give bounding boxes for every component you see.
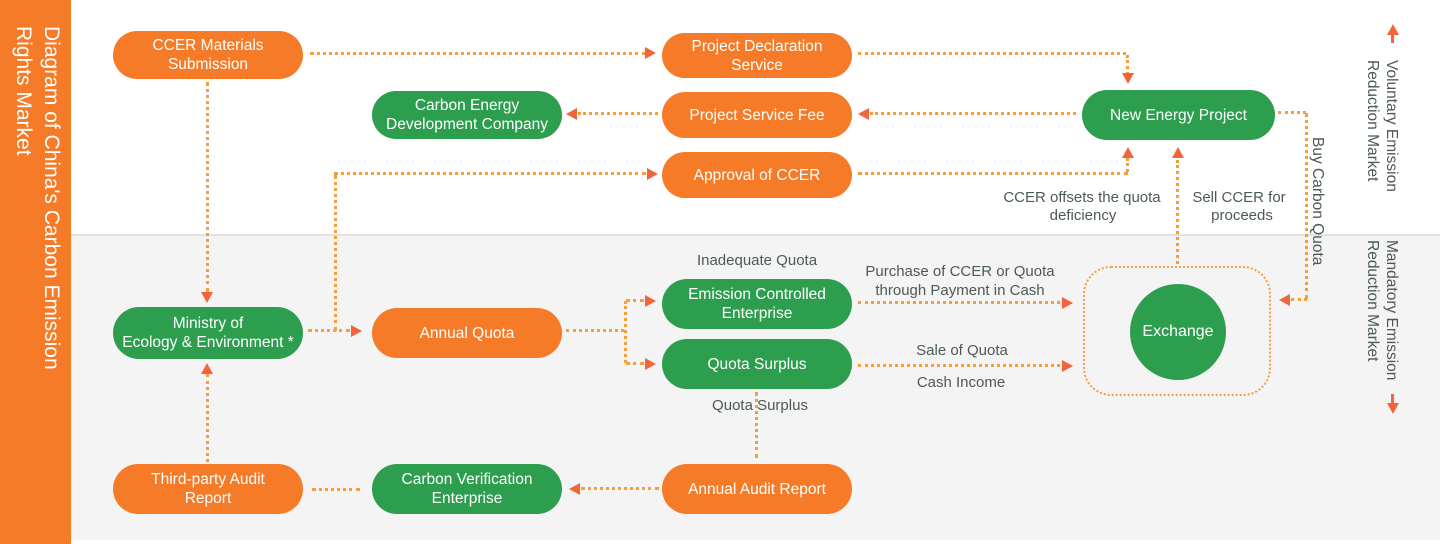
node-exchange-label: Exchange: [1142, 323, 1214, 340]
arrow-annual-audit-to-verification-line: [581, 487, 659, 490]
diagram-title-line1: Diagram of China's Carbon Emission: [40, 26, 63, 370]
arrow-buy-quota-head: [1279, 294, 1290, 306]
label-buy-carbon-quota: Buy Carbon Quota: [1309, 137, 1326, 266]
arrow-quota-surplus-to-exchange-head: [1062, 360, 1073, 372]
arrow-exchange-to-new-energy-line: [1176, 160, 1179, 264]
label-purchase-line2: through Payment in Cash: [875, 282, 1045, 299]
arrow-third-party-to-ministry-head: [201, 363, 213, 374]
arrow-quota-surplus-to-annual-audit-line: [755, 392, 758, 458]
node-ccer-materials-submission: CCER Materials Submission: [113, 31, 303, 79]
node-approval-of-ccer: Approval of CCER: [662, 152, 852, 198]
label-quota-surplus: Quota Surplus: [712, 397, 808, 414]
label-cash-income: Cash Income: [916, 374, 1006, 391]
arrow-buy-quota-hline-top: [1278, 111, 1306, 114]
arrow-split-to-quota-surplus-head: [645, 358, 656, 370]
node-emission-controlled-enterprise: Emission Controlled Enterprise: [662, 279, 852, 329]
label-ccer-offsets-line1: CCER offsets the quota: [1003, 189, 1161, 206]
voluntary-market-up-arrow-head: [1387, 24, 1399, 35]
arrow-ministry-to-approval-hline: [334, 172, 646, 175]
arrow-ministry-to-approval-vline: [334, 175, 337, 331]
diagram-title: Diagram of China's Carbon Emission Right…: [9, 26, 65, 538]
arrow-declaration-to-new-energy-vline: [1126, 55, 1129, 75]
arrow-split-to-emission-line: [626, 299, 644, 302]
node-project-service-fee: Project Service Fee: [662, 92, 852, 138]
label-inadequate-quota: Inadequate Quota: [696, 252, 818, 269]
node-quota-surplus: Quota Surplus: [662, 339, 852, 389]
arrow-quota-surplus-to-exchange-line: [858, 364, 1060, 367]
arrow-approval-to-new-energy-hline: [858, 172, 1128, 175]
node-annual-quota: Annual Quota: [372, 308, 562, 358]
diagram-title-line2: Rights Market: [12, 26, 35, 156]
arrow-annual-quota-split-vline: [624, 301, 627, 363]
arrow-ccer-materials-to-ministry-line: [206, 82, 209, 292]
label-purchase-line1: Purchase of CCER or Quota: [865, 263, 1055, 280]
node-project-declaration-service: Project Declaration Service: [662, 33, 852, 78]
arrow-verification-to-third-party-line: [312, 488, 360, 491]
arrow-new-energy-to-service-fee-line: [870, 112, 1076, 115]
arrow-buy-quota-vline: [1305, 113, 1308, 299]
label-sale-of-quota: Sale of Quota: [916, 342, 1008, 359]
label-ccer-offsets-line2: deficiency: [1049, 207, 1117, 224]
arrow-ccer-materials-to-declaration-head: [645, 47, 656, 59]
arrow-approval-to-new-energy-head: [1122, 147, 1134, 158]
arrow-ccer-materials-to-declaration-line: [310, 52, 646, 55]
mandatory-market-down-arrow-stem: [1391, 394, 1394, 404]
node-annual-audit-report: Annual Audit Report: [662, 464, 852, 514]
arrow-buy-quota-hline-bottom: [1291, 298, 1307, 301]
arrow-new-energy-to-service-fee-head: [858, 108, 869, 120]
arrow-ministry-to-approval-head: [647, 168, 658, 180]
arrow-ccer-materials-to-ministry-head: [201, 292, 213, 303]
label-mandatory-market: Mandatory Emission Reduction Market: [1364, 240, 1400, 381]
arrow-declaration-to-new-energy-head: [1122, 73, 1134, 84]
arrow-emission-to-exchange-line: [858, 301, 1060, 304]
arrow-service-fee-to-carbon-energy-line: [578, 112, 658, 115]
arrow-ministry-to-annual-quota-head: [351, 325, 362, 337]
label-voluntary-market: Voluntary Emission Reduction Market: [1364, 60, 1400, 192]
arrow-emission-to-exchange-head: [1062, 297, 1073, 309]
label-sell-ccer-line1: Sell CCER for: [1192, 189, 1286, 206]
arrow-split-to-emission-head: [645, 295, 656, 307]
label-sell-ccer-line2: proceeds: [1211, 207, 1273, 224]
voluntary-market-up-arrow-stem: [1391, 33, 1394, 43]
sidebar-title-bar: Diagram of China's Carbon Emission Right…: [0, 0, 71, 544]
arrow-annual-quota-split-hline: [566, 329, 624, 332]
node-ministry-of-ecology-environment: Ministry of Ecology & Environment *: [113, 307, 303, 359]
arrow-exchange-to-new-energy-head: [1172, 147, 1184, 158]
node-third-party-audit-report: Third-party Audit Report: [113, 464, 303, 514]
arrow-ministry-to-annual-quota-line: [308, 329, 350, 332]
node-exchange: Exchange: [1130, 284, 1226, 380]
arrow-declaration-to-new-energy-hline: [858, 52, 1126, 55]
node-carbon-verification-enterprise: Carbon Verification Enterprise: [372, 464, 562, 514]
arrow-approval-to-new-energy-vline: [1126, 158, 1129, 172]
arrow-third-party-to-ministry-line: [206, 374, 209, 462]
node-new-energy-project: New Energy Project: [1082, 90, 1275, 140]
exchange-dotted-boundary: [1083, 266, 1271, 396]
node-carbon-energy-development-company: Carbon Energy Development Company: [372, 91, 562, 139]
arrow-service-fee-to-carbon-energy-head: [566, 108, 577, 120]
mandatory-market-down-arrow-head: [1387, 403, 1399, 414]
arrow-split-to-quota-surplus-line: [626, 362, 644, 365]
arrow-annual-audit-to-verification-head: [569, 483, 580, 495]
